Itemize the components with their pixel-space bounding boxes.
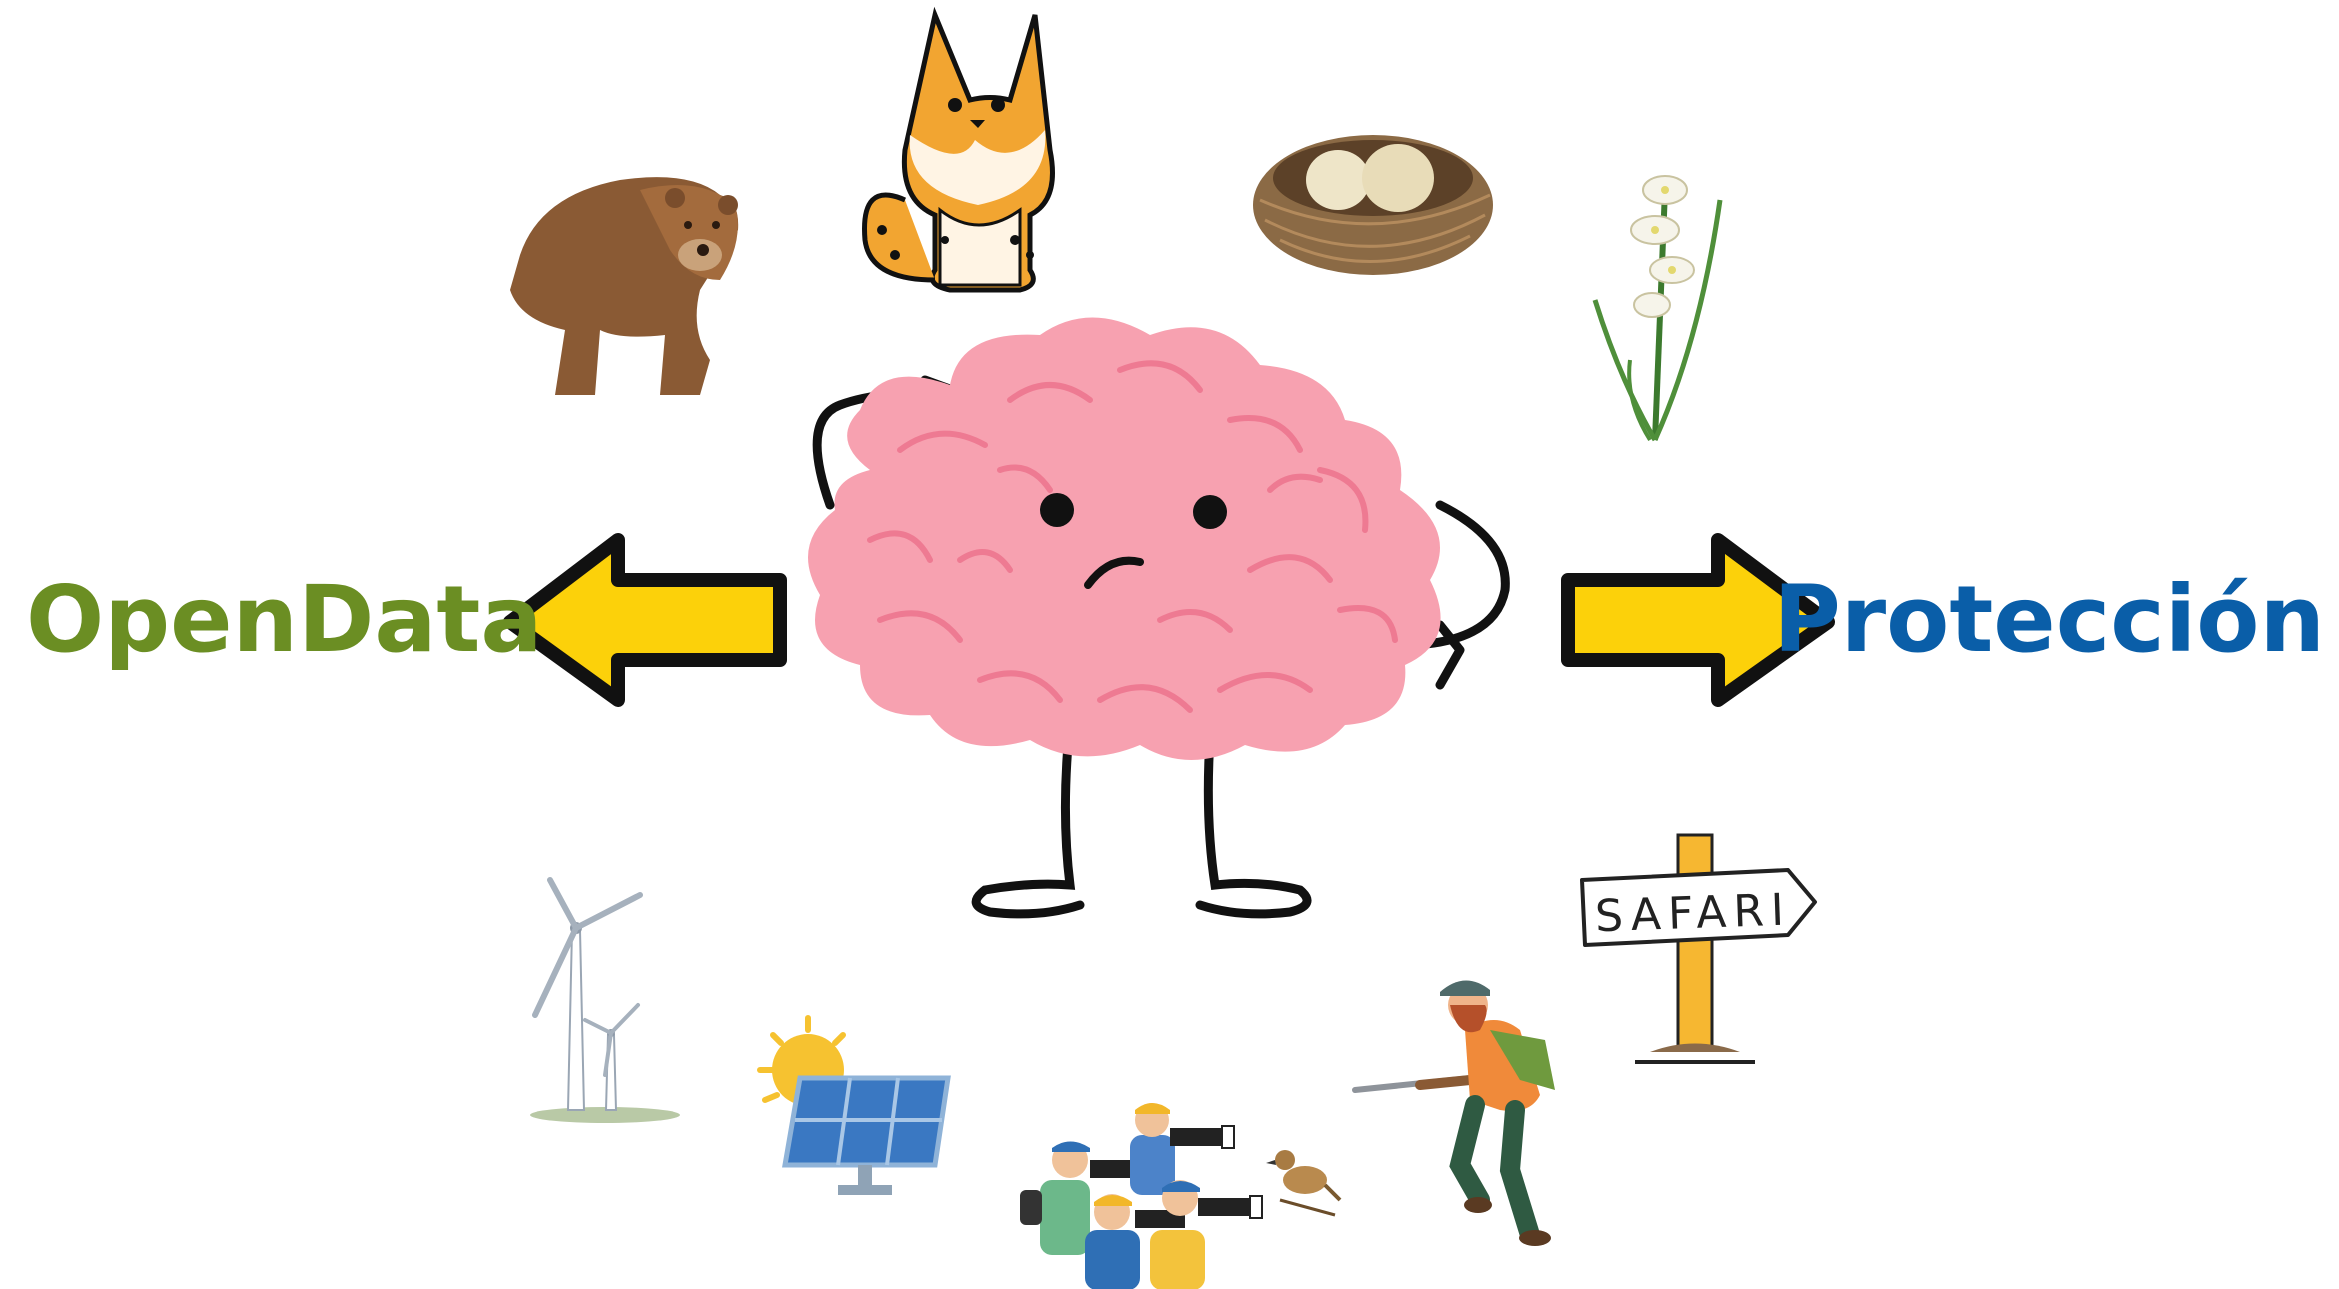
- opendata-label: OpenData: [26, 566, 543, 673]
- safari-signpost-icon: SAFARI: [1580, 833, 1817, 1064]
- solar-panel-icon: [757, 1015, 951, 1195]
- white-lily-flower-icon: [1592, 175, 1723, 442]
- safari-sign-text: SAFARI: [1594, 884, 1791, 942]
- proteccion-label: Protección: [1773, 566, 2325, 673]
- right-arrow-icon: [1561, 533, 1835, 707]
- left-arrow-icon: [503, 533, 787, 707]
- bear-icon: [510, 177, 739, 395]
- wind-turbines-icon: [530, 877, 680, 1123]
- hunter-icon: [1352, 980, 1555, 1246]
- wildlife-photographers-icon: [1020, 1103, 1342, 1289]
- lynx-icon: [862, 6, 1055, 293]
- bird-nest-eggs-icon: [1253, 135, 1493, 275]
- small-bird-icon: [1266, 1150, 1342, 1217]
- confused-brain-icon: [808, 317, 1510, 919]
